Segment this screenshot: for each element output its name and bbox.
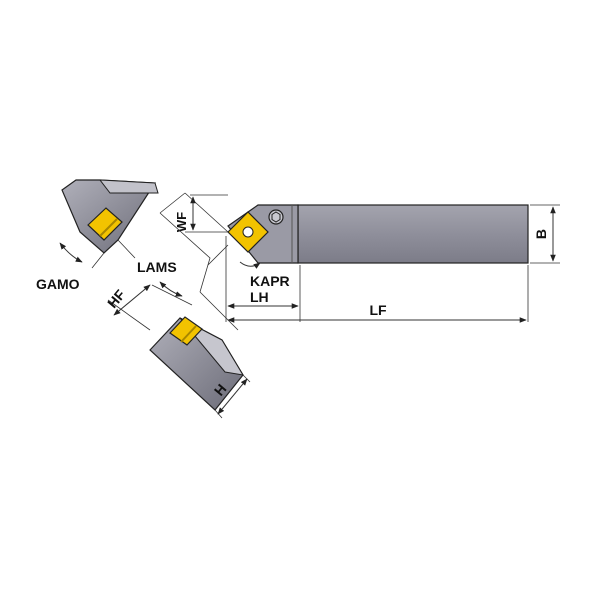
lams-label: LAMS [137, 259, 177, 275]
wf-label: WF [174, 212, 189, 232]
insert-hole-icon [242, 226, 254, 238]
kapr-arc [239, 261, 261, 269]
h-dim-line [217, 378, 248, 415]
construction-lines [159, 192, 560, 322]
lams-construction [107, 212, 239, 331]
insert-main [227, 211, 269, 253]
main-view: WF B KAPR LH LF [159, 192, 560, 323]
b-label: B [533, 229, 549, 239]
gamo-insert [87, 207, 123, 241]
screw-icon [268, 209, 284, 225]
shank-body [297, 204, 529, 264]
gamo-top-strip [98, 179, 159, 194]
gamo-label: GAMO [36, 276, 80, 292]
gamo-section-view: GAMO [36, 179, 159, 292]
gamo-construction [91, 239, 136, 269]
lams-insert-edge [180, 325, 197, 343]
kapr-label: KAPR [250, 273, 290, 289]
lams-arc [159, 281, 183, 297]
hf-dim-line [113, 284, 151, 316]
gamo-arc [59, 242, 83, 263]
lf-label: LF [369, 302, 387, 318]
lh-label: LH [250, 289, 269, 305]
gamo-insert-edge [99, 218, 118, 237]
hf-label: HF [104, 286, 129, 311]
h-construction-b [242, 374, 251, 383]
lams-section-view: LAMS HF H [104, 212, 251, 419]
